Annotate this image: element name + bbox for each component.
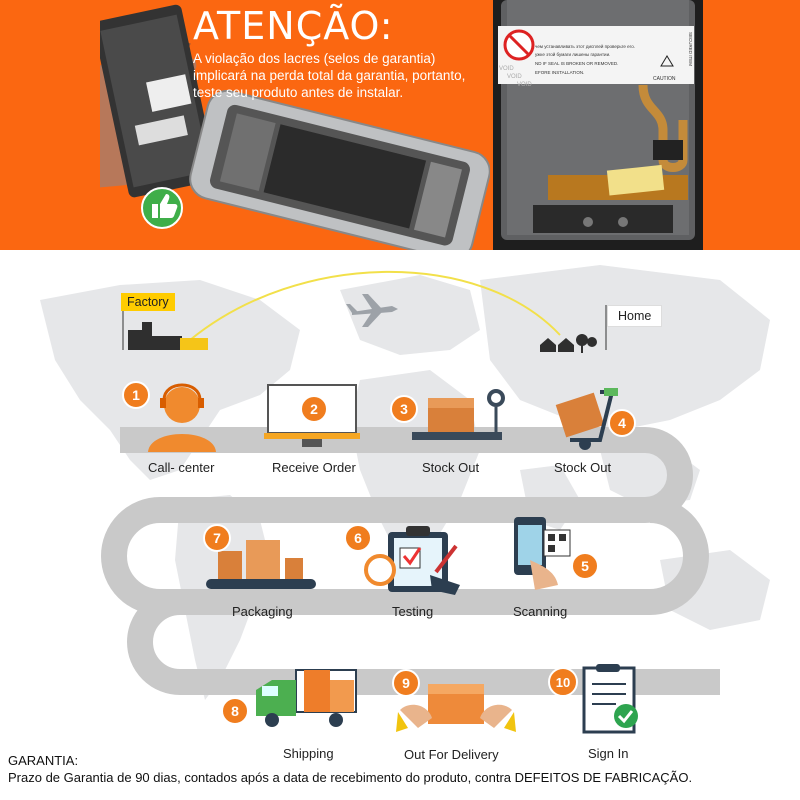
step-6-number: 6 — [354, 530, 362, 546]
banner-title: ATENÇÃO: — [193, 4, 394, 48]
call-center-agent-icon — [148, 383, 216, 452]
phone-qr-scan-icon — [514, 517, 571, 590]
home-icon — [540, 305, 607, 353]
step-7-label: Packaging — [232, 604, 293, 619]
step-6-badge — [344, 524, 372, 552]
void-text-2: VOID — [507, 74, 522, 80]
step-4-label: Stock Out — [554, 460, 612, 475]
step-9-number: 9 — [402, 675, 410, 691]
lcd-back-illustration: чем устанавливать этот дисплей проверьте… — [493, 0, 703, 250]
factory-icon — [122, 295, 208, 350]
warranty-footer: GARANTIA: Prazo de Garantia de 90 dias, … — [8, 752, 692, 786]
warranty-text: Prazo de Garantia de 90 dias, contados a… — [8, 770, 693, 785]
step-8-badge — [221, 697, 249, 725]
step-2-label: Receive Order — [272, 460, 356, 475]
step-10-badge — [548, 667, 578, 697]
step-5-number: 5 — [581, 558, 589, 574]
step-10-label: Sign In — [588, 746, 629, 761]
step-10-number: 10 — [556, 675, 570, 690]
step-8-label: Shipping — [283, 746, 334, 761]
hands-box-icon — [396, 684, 516, 732]
step-2-number: 2 — [310, 401, 318, 417]
testing-clipboard-icon — [364, 526, 460, 595]
step-2-badge — [300, 395, 328, 423]
delivery-road — [101, 427, 720, 695]
step-3-badge — [390, 395, 418, 423]
sticker-caution: CAUTION — [653, 76, 676, 82]
sticker-side: SECURED ITEM — [688, 32, 693, 66]
banner-warning-text: A violação dos lacres (selos de garantia… — [193, 51, 466, 100]
thumbs-up-icon — [141, 187, 183, 229]
sticker-line-4: EFORE INSTALLATION. — [535, 70, 584, 75]
step-1-label: Call- center — [148, 460, 215, 475]
step-9-label: Out For Delivery — [404, 747, 499, 762]
flight-path — [189, 270, 561, 341]
delivery-truck-icon — [256, 669, 357, 727]
step-8-number: 8 — [231, 703, 239, 719]
void-text-3: VOID — [517, 82, 532, 88]
sticker-line-2: ужке этой бумаги лишены гарантии. — [535, 51, 610, 57]
step-4-number: 4 — [618, 415, 626, 431]
airplane-icon — [346, 294, 398, 327]
sticker-line-3: ND IF SEAL IS BROKEN OR REMOVED. — [535, 61, 618, 66]
factory-tag: Factory — [121, 293, 175, 311]
sticker-line-1: чем устанавливать этот дисплей проверьте… — [535, 43, 635, 49]
step-7-badge — [203, 524, 231, 552]
hand-truck-icon — [555, 388, 618, 450]
signed-document-icon — [582, 664, 638, 734]
void-text-1: VOID — [499, 66, 514, 72]
process-map: 1 2 3 4 5 6 7 8 9 10 — [40, 265, 770, 734]
step-3-label: Stock Out — [422, 460, 480, 475]
step-7-number: 7 — [213, 530, 221, 546]
step-1-badge — [122, 381, 150, 409]
conveyor-boxes-icon — [206, 540, 316, 589]
phone-disassembly-illustration — [100, 4, 490, 250]
step-6-label: Testing — [392, 604, 434, 619]
warranty-heading: GARANTIA: — [8, 753, 79, 768]
scale-with-box-icon — [412, 389, 505, 440]
step-3-number: 3 — [400, 401, 408, 417]
step-1-number: 1 — [132, 387, 140, 403]
step-5-badge — [571, 552, 599, 580]
step-5-label: Scanning — [513, 604, 568, 619]
step-4-badge — [608, 409, 636, 437]
warning-banner: ATENÇÃO: A violação dos lacres (selos de… — [0, 0, 800, 250]
step-9-badge — [392, 669, 420, 697]
home-tag: Home — [607, 305, 663, 327]
